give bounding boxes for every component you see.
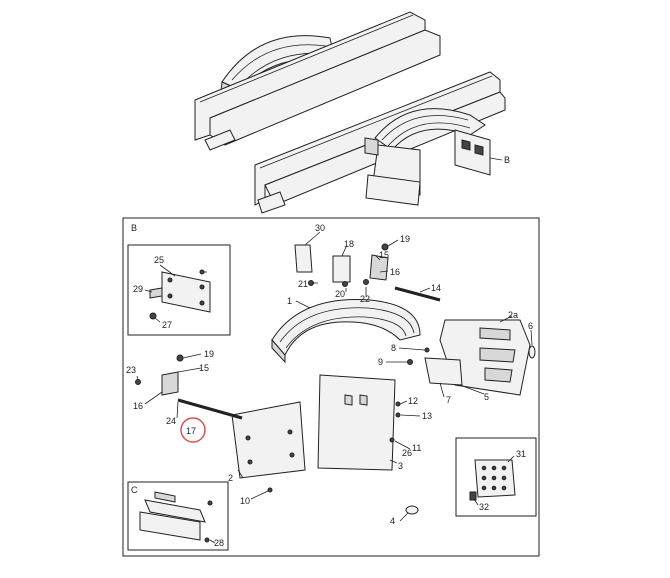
lower-mudguard [364,108,503,206]
callout-2a: 2a [508,310,518,320]
overview-callout-b: B [504,155,510,165]
callout-15-top: 15 [379,250,389,260]
callout-27: 27 [162,320,172,330]
inset-c-box: C [127,481,229,551]
callout-19-left: 19 [204,349,214,359]
inset-bracket-box [127,244,231,336]
callout-3: 3 [398,461,403,471]
callout-11: 11 [412,443,421,453]
upper-frame-rail [194,11,441,151]
callout-28: 28 [214,538,224,548]
callout-8: 8 [391,343,396,353]
callout-32: 32 [479,502,489,512]
callout-5: 5 [484,392,489,402]
callout-22: 22 [360,294,370,304]
callout-26: 26 [402,448,412,458]
callout-4: 4 [390,516,395,526]
overview-view: B [194,11,510,214]
callout-30: 30 [315,223,325,233]
callout-21: 21 [298,279,308,289]
callout-9: 9 [378,357,383,367]
inset-c-title: C [131,485,138,495]
callout-6: 6 [528,321,533,331]
callout-25: 25 [154,255,164,265]
callout-2: 2 [228,473,233,483]
callout-19-top: 19 [400,234,410,244]
detail-title: B [131,223,137,233]
highlight-circle [180,417,206,443]
callout-23: 23 [126,365,136,375]
callout-13: 13 [422,411,432,421]
callout-labels: 30 18 19 15 16 21 20 22 14 1 2a 6 8 9 5 … [126,223,533,548]
callout-15-left: 15 [199,363,209,373]
callout-16-left: 16 [133,401,143,411]
callout-24: 24 [166,416,176,426]
main-assembly [135,231,536,522]
callout-29: 29 [133,284,143,294]
callout-18: 18 [344,239,354,249]
callout-16-top: 16 [390,267,400,277]
callout-17: 17 [186,426,196,436]
inset-plate-box [455,437,537,517]
callout-7: 7 [446,395,451,405]
callout-20: 20 [335,289,345,299]
callout-31: 31 [516,449,526,459]
callout-1: 1 [287,296,292,306]
callout-12: 12 [408,396,418,406]
callout-10: 10 [240,496,250,506]
callout-14: 14 [431,283,441,293]
